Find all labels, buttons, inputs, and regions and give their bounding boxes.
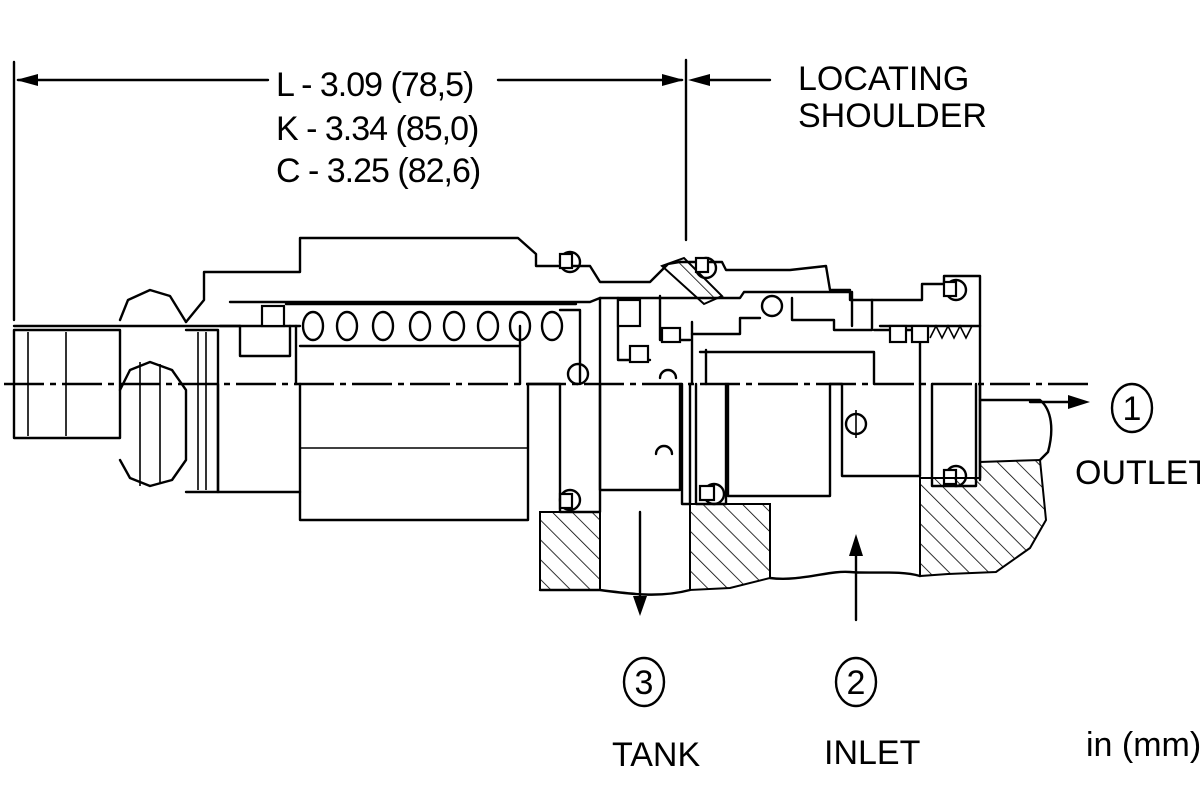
spring — [284, 302, 578, 342]
port-3-number: 3 — [635, 664, 654, 702]
dim-arrow-right — [662, 74, 684, 86]
port-3-label: TANK — [612, 736, 700, 774]
spool-lower — [216, 368, 978, 522]
port-1-number: 1 — [1123, 390, 1142, 428]
units-label: in (mm) — [1086, 726, 1200, 764]
dim-text-L: L - 3.09 (78,5) — [276, 66, 473, 104]
inlet-arrow-head — [849, 534, 863, 556]
dimension-line — [12, 58, 772, 322]
port-inlet: 2 INLET — [824, 656, 920, 772]
dim-text-C: C - 3.25 (82,6) — [276, 152, 480, 190]
adjustment-stem — [12, 288, 242, 494]
tank-arrow-head — [633, 596, 647, 616]
port-2-label: INLET — [824, 734, 920, 772]
locating-label: LOCATING — [798, 60, 969, 98]
port-outlet: 1 OUTLET — [1075, 382, 1200, 492]
o-rings — [558, 250, 968, 512]
port-2-number: 2 — [847, 664, 866, 702]
port-1-circle — [1110, 382, 1154, 434]
shoulder-label: SHOULDER — [798, 97, 987, 135]
dim-arrow-left — [16, 74, 38, 86]
cartridge-body — [184, 236, 982, 482]
outlet-arrow-head — [1068, 395, 1090, 409]
port-1-label: OUTLET — [1075, 454, 1200, 492]
port-tank: 3 TANK — [612, 656, 700, 774]
port-3-circle — [622, 656, 666, 708]
manifold-housing — [538, 382, 1053, 596]
shoulder-arrow — [688, 74, 710, 86]
port-2-circle — [834, 656, 878, 708]
port-arrows — [633, 395, 1090, 622]
dim-text-K: K - 3.34 (85,0) — [276, 110, 478, 148]
